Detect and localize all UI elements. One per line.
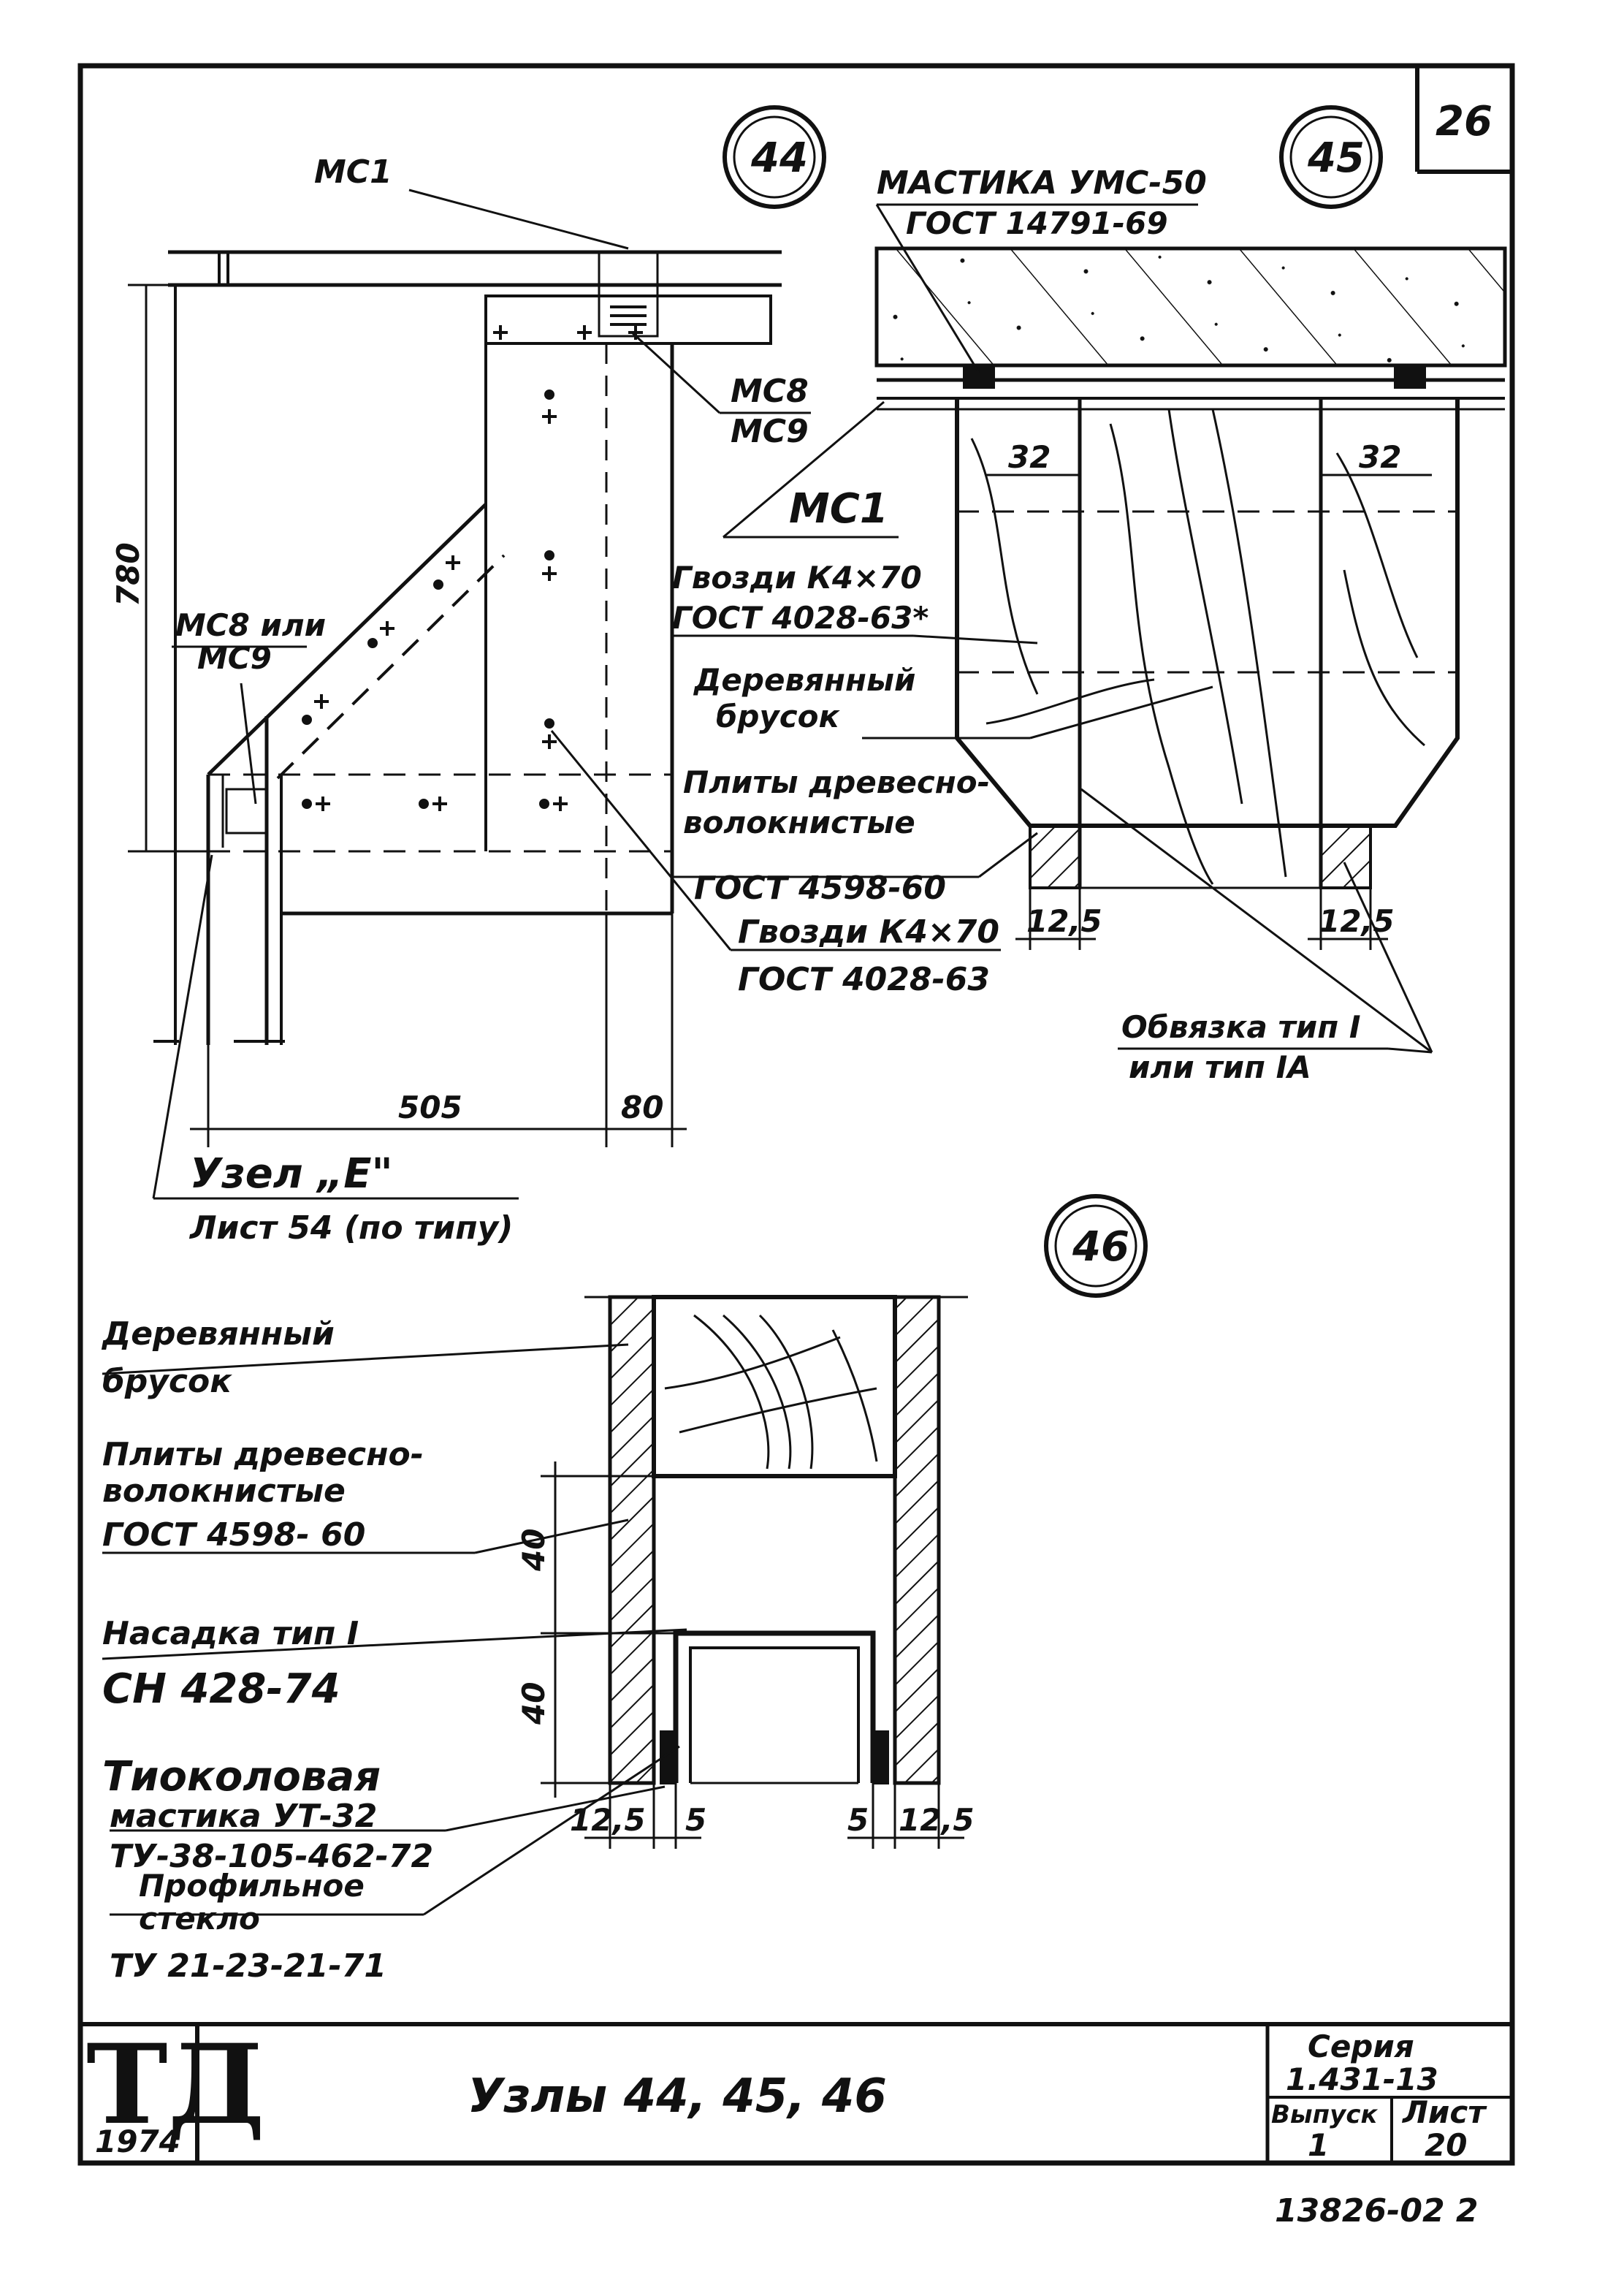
n46-dim-125-left: 12,5 [570,1802,646,1838]
title-year: 1974 [95,2124,180,2159]
n46-cap-line2: СН 428-74 [102,1665,340,1713]
n45-dim-32-right: 32 [1359,439,1401,475]
n46-dim-125-right: 12,5 [899,1802,975,1838]
n46-mastic-line1: Тиоколовая [102,1753,381,1801]
n45-dim-125-right: 12,5 [1319,903,1395,939]
sheet-label: Лист [1401,2094,1487,2130]
n46-dim-5-left: 5 [685,1802,706,1838]
footer-code: 13826-02 2 [1275,2192,1479,2230]
n44-mc1-label: МС1 [314,153,392,191]
node-44-label: 44 [750,134,808,182]
n45-nails-line1: Гвозди К4×70 [672,560,922,596]
n45-bar-line2: брусок [716,699,841,734]
issue-label: Выпуск [1271,2100,1378,2129]
n44-mc8-label: МС8 [731,373,809,410]
n46-plates-line3: ГОСТ 4598- 60 [102,1516,365,1554]
n46-plates-line2: волокнистые [102,1472,346,1510]
n45-plates-line3: ГОСТ 4598-60 [694,870,946,907]
n46-glass-line1: Профильное [139,1868,365,1904]
sheet-frame [77,63,1515,2166]
n45-nails-line2: ГОСТ 4028-63* [672,600,929,636]
n46-cap-line1: Насадка тип I [102,1615,359,1652]
n44-mc9-b-label: МС9 [197,640,272,676]
drawing-title: Узлы 44, 45, 46 [468,2069,887,2124]
node-46-drawing [102,1295,968,1916]
n46-dim-5-right: 5 [847,1802,869,1838]
n44-nails-line1: Гвозди К4×70 [738,913,999,951]
sheet-value: 20 [1425,2127,1467,2163]
n45-mastic-line2: ГОСТ 14791-69 [906,205,1168,241]
n45-bar-line1: Деревянный [693,662,915,698]
n46-bar-line1: Деревянный [101,1315,335,1353]
node-44-marker: 44 [723,105,826,209]
n46-glass-line2: стекло [139,1901,260,1936]
n44-mc8-or-label: МС8 или [175,607,326,643]
n44-nails-line2: ГОСТ 4028-63 [738,961,990,998]
n45-dim-125-left: 12,5 [1026,903,1102,939]
n46-plates-line1: Плиты древесно- [102,1436,424,1473]
series-value: 1.431-13 [1286,2061,1438,2097]
node-46-label: 46 [1072,1223,1129,1271]
n45-mc1-label: МС1 [789,485,888,533]
n45-strap-line2: или тип IА [1129,1049,1311,1085]
n44-ref-line1: Узел „Е" [190,1150,393,1198]
n45-plates-line2: волокнистые [683,805,915,840]
title-stamp: ТД [86,2021,265,2149]
node-45-drawing [672,203,1507,1054]
n45-mastic-line1: МАСТИКА УМС-50 [877,164,1207,202]
n45-strap-line1: Обвязка тип I [1121,1009,1361,1045]
n44-ref-line2: Лист 54 (по типу) [188,1209,513,1247]
n46-mastic-line3: ТУ-38-105-462-72 [110,1838,433,1875]
node-44-drawing [128,189,1001,1200]
n44-dim-height: 780 [110,542,146,607]
n44-dim-80: 80 [621,1090,663,1125]
n45-dim-32-left: 32 [1008,439,1051,475]
n44-dim-width: 505 [398,1090,462,1125]
sheet-number: 26 [1436,98,1492,145]
n45-plates-line1: Плиты древесно- [683,764,990,800]
n46-bar-line2: брусок [102,1363,232,1400]
node-46-marker: 46 [1044,1194,1148,1298]
issue-value: 1 [1308,2127,1329,2163]
n46-dim-40-top: 40 [516,1529,552,1572]
series-label: Серия [1308,2029,1414,2064]
node-45-marker: 45 [1279,105,1383,209]
n46-glass-line3: ТУ 21-23-21-71 [110,1947,386,1985]
n44-mc9-label: МС9 [731,413,809,450]
node-45-label: 45 [1307,134,1365,182]
n46-dim-40-bottom: 40 [516,1682,552,1725]
n46-mastic-line2: мастика УТ-32 [110,1798,377,1835]
